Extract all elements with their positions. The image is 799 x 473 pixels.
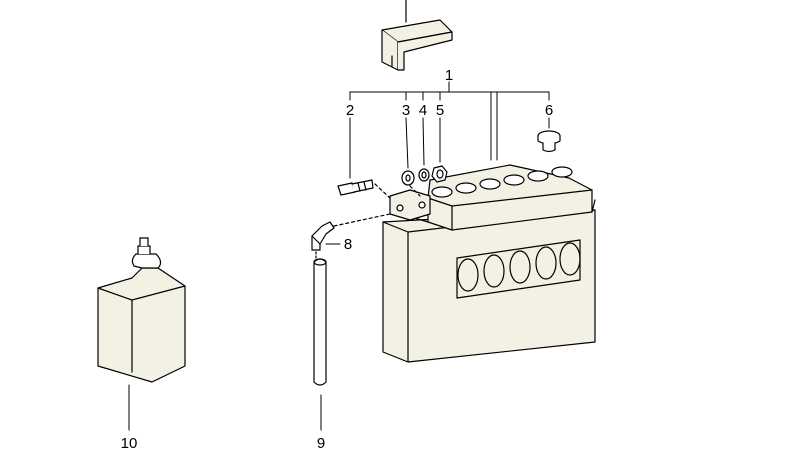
callout-4: 4 bbox=[419, 102, 427, 119]
callout-2: 2 bbox=[346, 102, 354, 119]
vent-plug bbox=[537, 130, 561, 153]
vent-hose bbox=[313, 251, 327, 386]
callout-10: 10 bbox=[121, 435, 138, 452]
callout-1: 1 bbox=[445, 67, 453, 84]
washer bbox=[401, 170, 415, 186]
battery bbox=[382, 164, 596, 363]
callout-3: 3 bbox=[402, 102, 410, 119]
callout-9: 9 bbox=[317, 435, 325, 452]
leader-3 bbox=[405, 117, 409, 169]
battery-cell-indicators bbox=[457, 242, 581, 292]
elbow-fitting bbox=[311, 213, 391, 251]
bolt bbox=[337, 179, 391, 199]
callout-5: 5 bbox=[436, 102, 444, 119]
battery-bracket-cover bbox=[381, 0, 453, 71]
callout-6: 6 bbox=[545, 102, 553, 119]
battery-cell-caps bbox=[431, 166, 573, 198]
leader-4 bbox=[422, 117, 425, 166]
acid-bottle bbox=[97, 237, 186, 383]
nut bbox=[431, 165, 448, 183]
lock-washer bbox=[418, 168, 430, 182]
callout-8: 8 bbox=[344, 236, 352, 253]
callout-1-leaders bbox=[349, 81, 550, 161]
